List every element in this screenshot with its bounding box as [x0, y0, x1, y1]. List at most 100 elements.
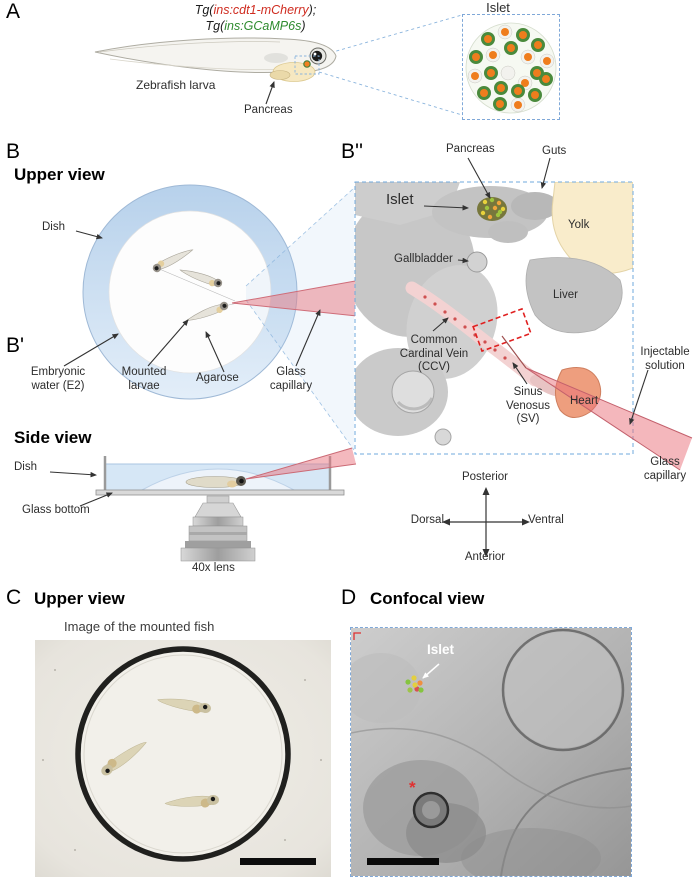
- guts-shape: [511, 192, 559, 220]
- glass-bottom-shape: [95, 489, 345, 496]
- zoom-cone: [245, 187, 355, 451]
- panel-c-subtitle: Image of the mounted fish: [64, 619, 215, 634]
- islet-annotation: Islet: [427, 642, 455, 657]
- islet-inset-label: Islet: [486, 0, 510, 15]
- liver-label: Liver: [553, 289, 578, 301]
- mounted-fish-photo: [35, 640, 331, 877]
- panel-bpp-letter: B'': [341, 140, 364, 163]
- upper-view-title: Upper view: [14, 165, 105, 184]
- anterior-label: Anterior: [464, 551, 506, 563]
- pancreas-label: Pancreas: [244, 104, 293, 116]
- upper-view-dish: [82, 184, 298, 400]
- mounted-larvae-label: Mounted larvae: [121, 366, 167, 392]
- glass-capillary-upper: [231, 277, 377, 319]
- ear-vesicle: [391, 370, 435, 414]
- dust-specks: [42, 669, 322, 851]
- pancreas-anatomy-arrow: [467, 157, 491, 199]
- gallbladder-label: Gallbladder: [394, 253, 453, 265]
- inset-connector-lines: [318, 14, 463, 116]
- anatomy-tissue: [355, 182, 633, 446]
- gallbladder-shape: [466, 251, 488, 273]
- glass-capillary-anatomy-label: Glass capillary: [643, 456, 687, 482]
- transgene-lines: Tg(ins:cdt1-mCherry); Tg(ins:GCaMP6s): [148, 2, 363, 35]
- injectable-solution-label: Injectable solution: [640, 346, 690, 372]
- dish-ring: [75, 646, 291, 862]
- confocal-photo-art: [351, 628, 631, 876]
- pancreas-anatomy-label: Pancreas: [446, 143, 495, 155]
- islet-zoom-box: [294, 55, 320, 75]
- side-view-title: Side view: [14, 428, 92, 447]
- ccv-label: Common Cardinal Vein (CCV): [399, 334, 469, 374]
- glass-capillary-side: [245, 447, 357, 480]
- sv-arrow: [512, 362, 528, 385]
- zebrafish-larva-illustration: [94, 14, 463, 116]
- transgene-line-1: Tg(ins:cdt1-mCherry);: [194, 3, 317, 17]
- posterior-label: Posterior: [461, 471, 509, 483]
- capillary-arrow: [295, 309, 321, 367]
- transgene-line-2: Tg(ins:GCaMP6s): [205, 19, 306, 34]
- mcherry-gene: ins:cdt1-mCherry: [213, 3, 309, 17]
- larva-body: [94, 37, 337, 82]
- scale-bar: [240, 858, 316, 865]
- islet-cells: [467, 24, 555, 113]
- yolk-label: Yolk: [568, 219, 590, 231]
- panel-c-title: Upper view: [34, 589, 125, 608]
- sv-label: Sinus Venosus (SV): [505, 386, 551, 426]
- objective-lens: [180, 495, 256, 562]
- mounted-larvae-arrow: [147, 319, 189, 367]
- glass-capillary-anatomy: [501, 335, 693, 471]
- dish-side-arrow: [49, 471, 97, 478]
- heart-label: Heart: [570, 395, 599, 407]
- injection-asterisk: *: [409, 778, 416, 797]
- injectable-arrow: [629, 369, 649, 425]
- dish-side-label: Dish: [14, 461, 38, 473]
- side-view-larva: [185, 476, 246, 488]
- panel-d-title: Confocal view: [370, 589, 485, 608]
- panel-a-letter: A: [6, 0, 21, 23]
- side-view-arrows: [49, 471, 113, 507]
- islet-dot: [303, 60, 311, 68]
- zebrafish-larva-label: Zebrafish larva: [136, 78, 216, 92]
- panel-c-letter: C: [6, 586, 22, 609]
- glass-bottom-label: Glass bottom: [22, 504, 90, 516]
- ventral-label: Ventral: [528, 514, 564, 526]
- corner-marker: [353, 632, 361, 640]
- anatomy-box-border: [354, 181, 634, 455]
- side-view-dish: [95, 447, 357, 496]
- orientation-compass: [442, 487, 530, 557]
- panel-bp-letter: B': [6, 334, 25, 357]
- agarose-label: Agarose: [196, 372, 239, 384]
- islet-pointer-arrow: [422, 663, 440, 679]
- guts-arrow: [540, 157, 551, 189]
- dish-label: Dish: [42, 221, 66, 233]
- panel-d-letter: D: [341, 586, 357, 609]
- embryonic-water-label: Embryonic water (E2): [30, 366, 86, 392]
- lens-label: 40x lens: [192, 562, 235, 574]
- mounting-setup-illustration: [49, 184, 377, 562]
- upper-view-arrows: [63, 230, 321, 373]
- liver-shape: [525, 257, 623, 334]
- confocal-photo: Islet *: [350, 627, 632, 877]
- ccv-arrow: [432, 317, 449, 332]
- e2-arrow: [63, 333, 119, 367]
- dorsal-label: Dorsal: [410, 514, 444, 526]
- glass-bottom-arrow: [79, 492, 113, 507]
- mounted-fish-photo-art: [35, 640, 331, 877]
- tissue-texture: [351, 628, 631, 876]
- glass-capillary-label: Glass capillary: [269, 366, 313, 392]
- anatomy-arrows: [423, 157, 649, 425]
- panel-b-letter: B: [6, 140, 21, 163]
- pancreas-shape: [269, 70, 291, 80]
- islet-inset-box: [462, 14, 560, 120]
- swim-bladder: [264, 53, 288, 63]
- islet-anatomy-arrow: [423, 205, 469, 211]
- islet-fluorescence: [405, 675, 424, 693]
- islet-cells-illustration: [465, 22, 557, 114]
- anatomy-zoom-illustration: [354, 157, 693, 471]
- agarose-arrow: [205, 331, 225, 373]
- gcamp-gene: ins:GCaMP6s: [224, 19, 302, 34]
- islet-cluster: [477, 197, 507, 221]
- dish-arrow: [75, 230, 103, 240]
- islet-anatomy-label: Islet: [386, 191, 414, 208]
